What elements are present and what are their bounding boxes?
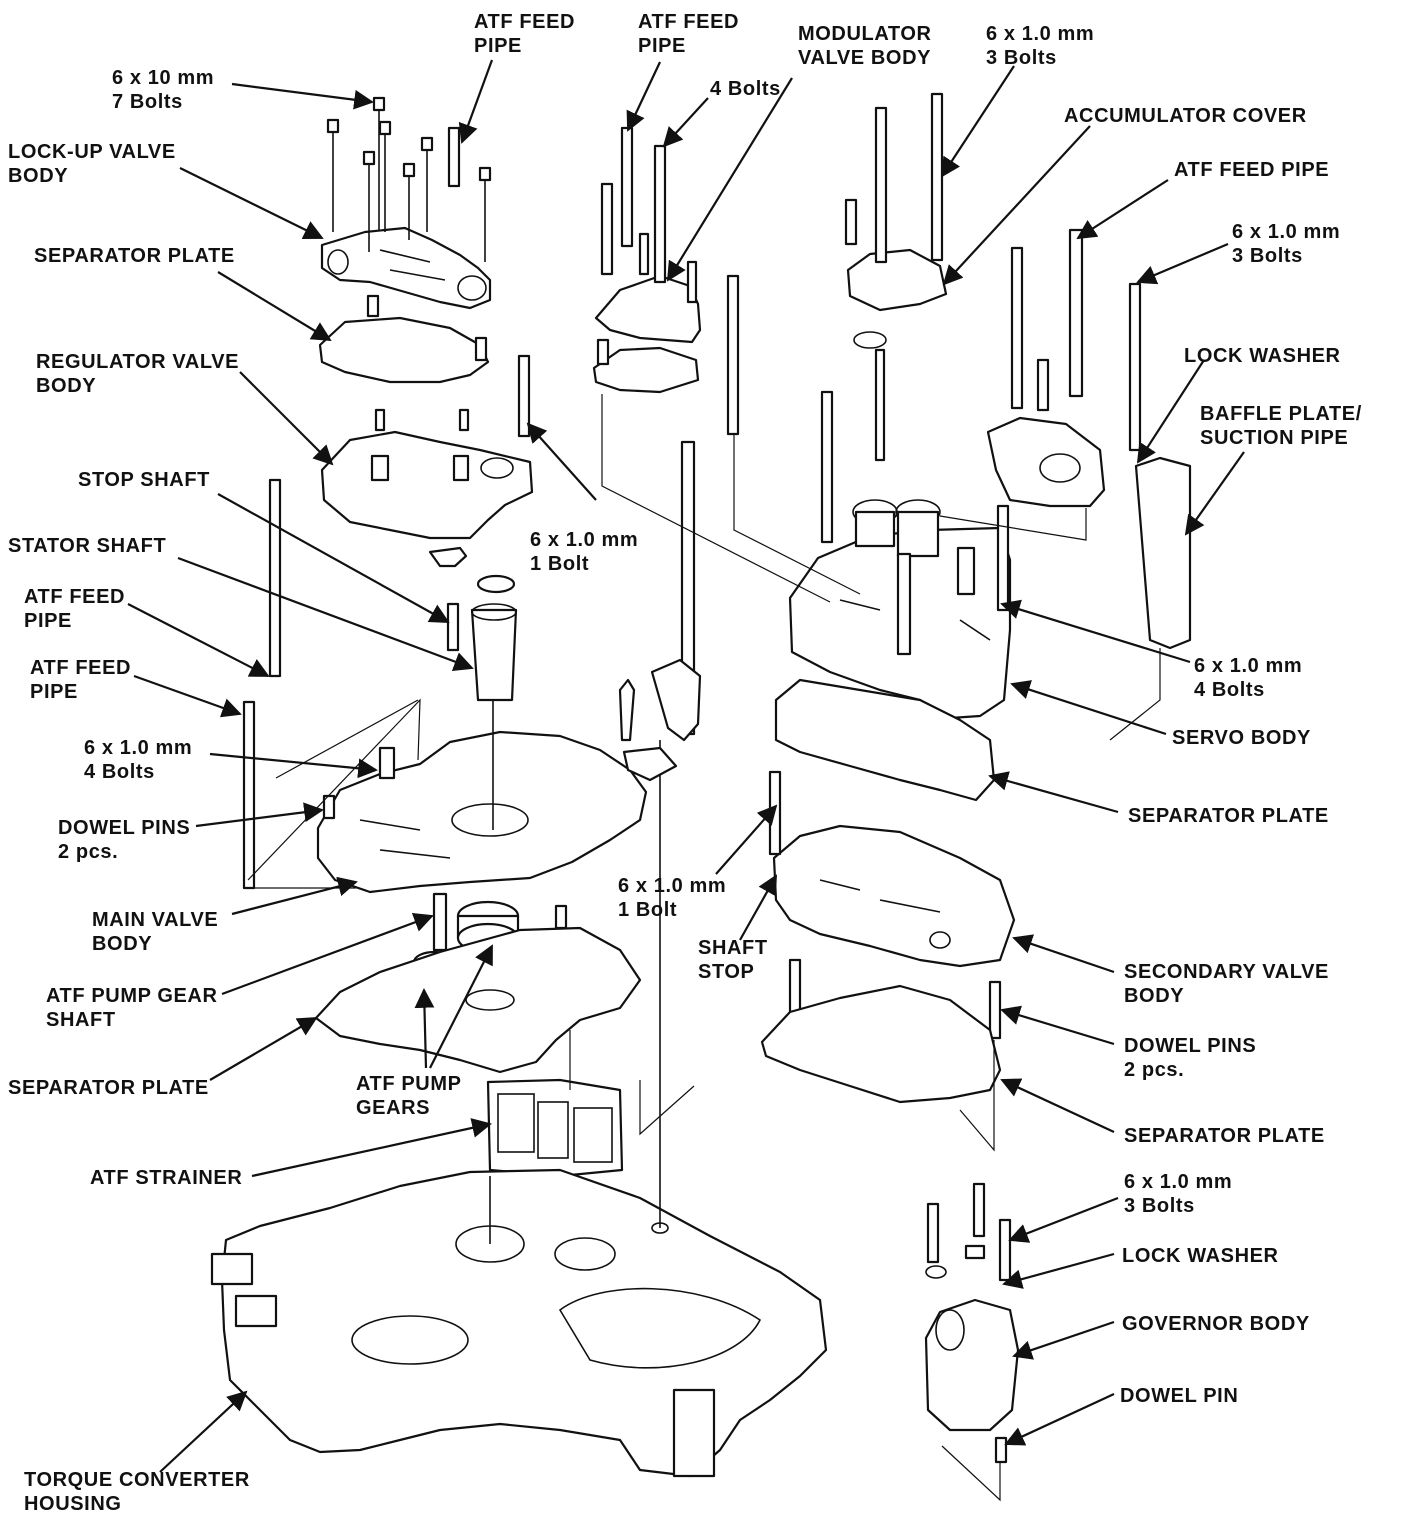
label-dowel-pin: DOWEL PIN [1120, 1385, 1238, 1407]
label-atf-feed-pipe-right: ATF FEED PIPE [1174, 159, 1329, 181]
label-servo-body: SERVO BODY [1172, 727, 1311, 749]
atf-strainer-part [486, 1078, 624, 1178]
label-stop-shaft: STOP SHAFT [78, 469, 210, 491]
label-stator-shaft: STATOR SHAFT [8, 535, 166, 557]
secondary-valve-body-part [768, 770, 1016, 968]
baffle-plate-part [986, 228, 1192, 650]
label-separator-plate-1: SEPARATOR PLATE [34, 245, 235, 267]
label-baffle-plate: BAFFLE PLATE/SUCTION PIPE [1200, 403, 1362, 449]
label-lock-washer-1: LOCK WASHER [1184, 345, 1341, 367]
label-atf-strainer: ATF STRAINER [90, 1167, 242, 1189]
governor-body-part [924, 1182, 1020, 1464]
torque-converter-housing-part [210, 740, 828, 1478]
separator-plate-1-part [318, 316, 490, 384]
separator-plate-2-part [314, 926, 642, 1074]
modulator-valve-body-part [592, 126, 702, 394]
accumulator-cover-part [844, 92, 948, 462]
lockup-bolts [326, 96, 492, 262]
atf-feed-pipe-left2-part [242, 700, 256, 890]
label-lock-washer-2: LOCK WASHER [1122, 1245, 1279, 1267]
atf-feed-pipe-left1-part [268, 478, 282, 678]
main-valve-body-part [316, 700, 648, 894]
label-separator-plate-3: SEPARATOR PLATE [1128, 805, 1329, 827]
label-governor-body: GOVERNOR BODY [1122, 1313, 1310, 1335]
label-bolts-4: 4 Bolts [710, 78, 781, 100]
separator-plate-4-part [760, 984, 1002, 1104]
label-separator-plate-2: SEPARATOR PLATE [8, 1077, 209, 1099]
label-accumulator-cover: ACCUMULATOR COVER [1064, 105, 1307, 127]
lockup-valve-body-part [320, 226, 492, 310]
shaft-stop-part [618, 658, 702, 782]
stator-shaft-part [428, 546, 518, 702]
separator-plate-3-part [774, 678, 996, 802]
regulator-valve-body-part [320, 408, 534, 540]
servo-body-part [788, 499, 1012, 720]
label-separator-plate-4: SEPARATOR PLATE [1124, 1125, 1325, 1147]
